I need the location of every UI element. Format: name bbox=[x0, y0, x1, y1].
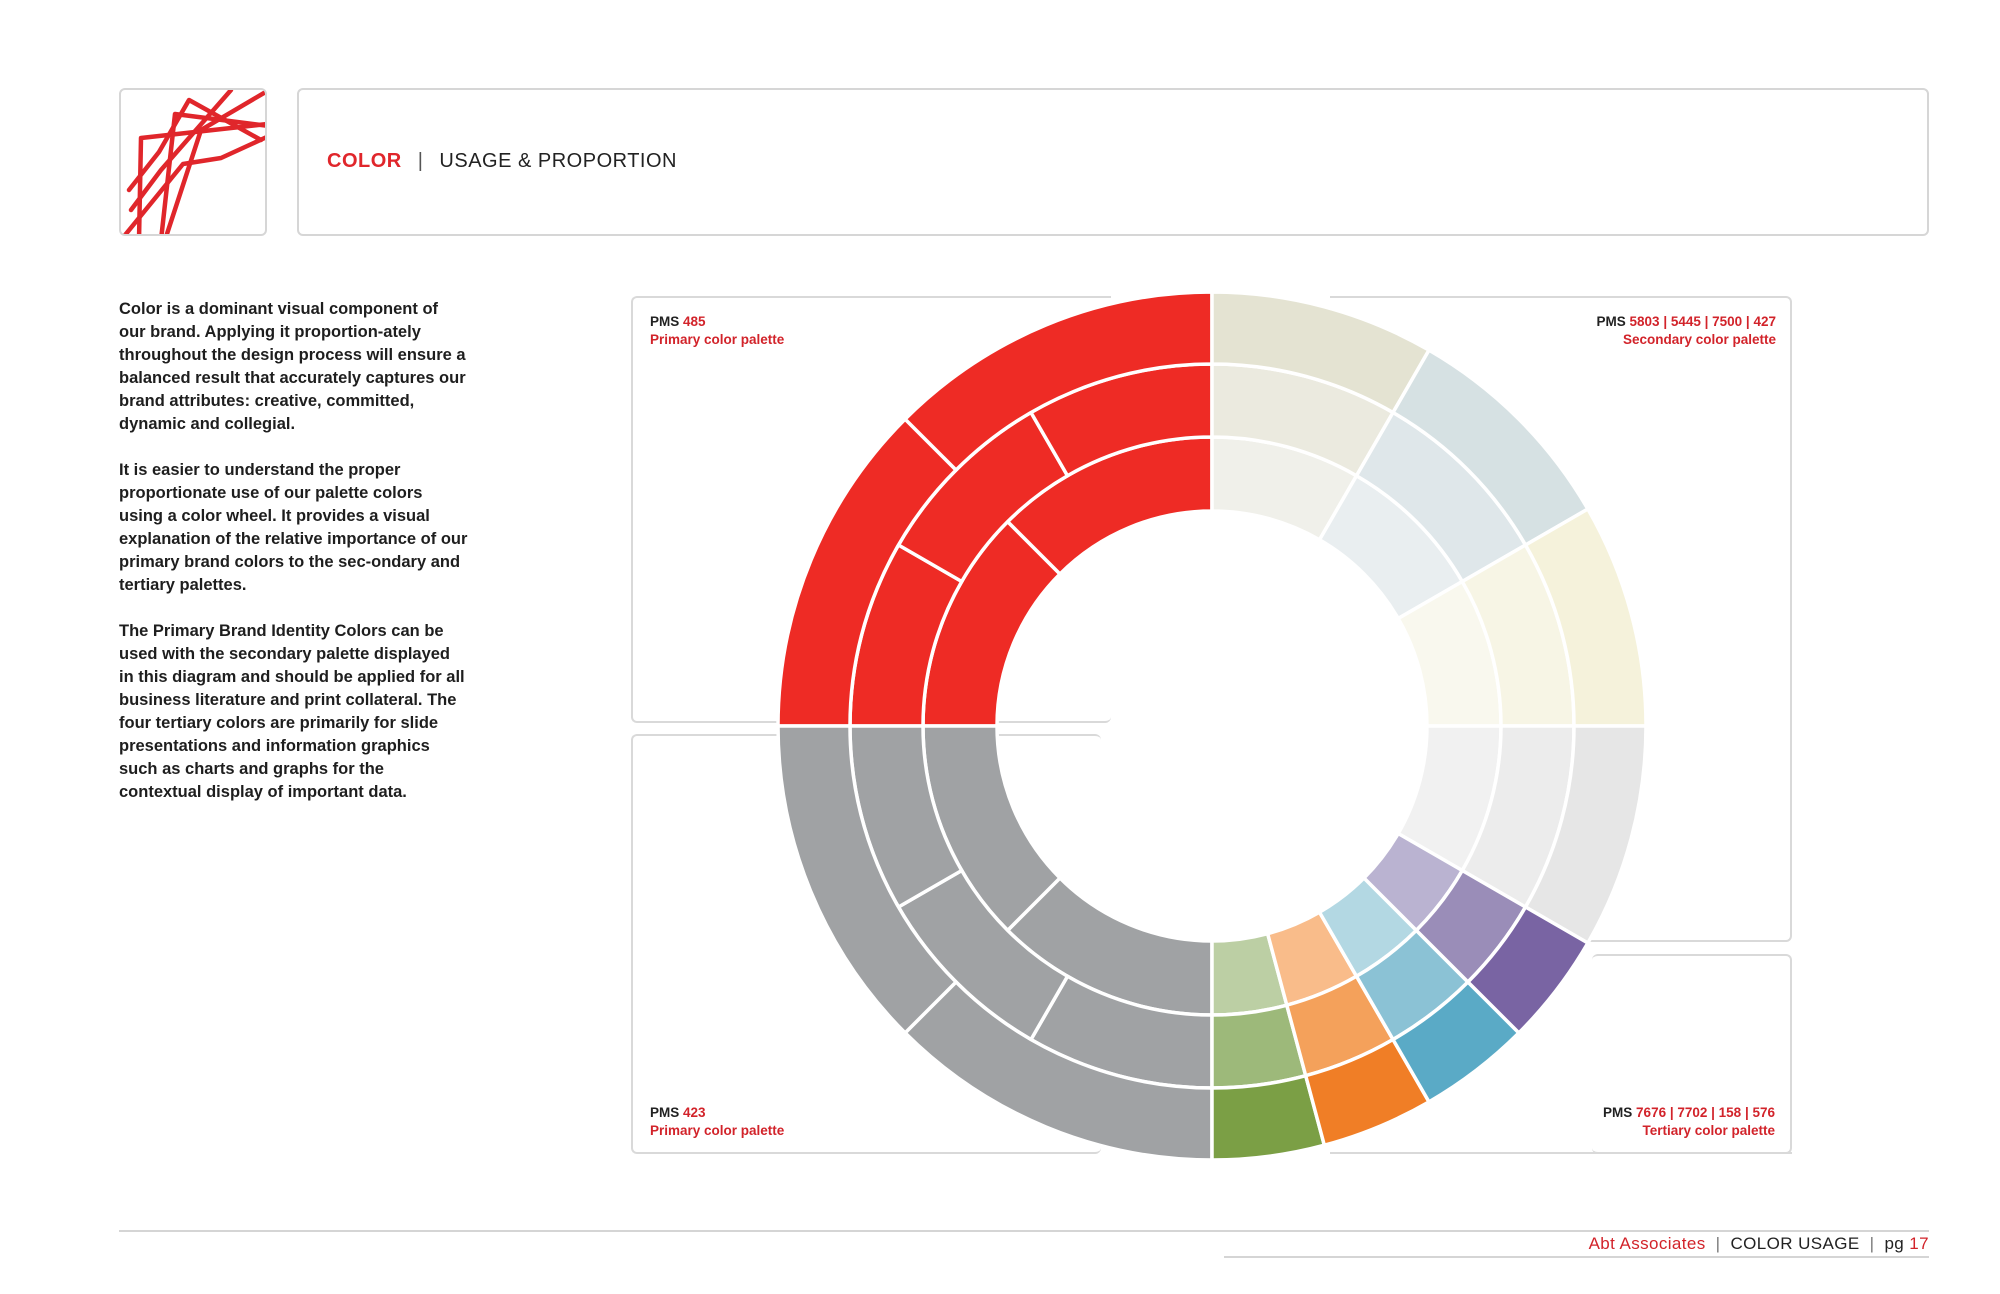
page-header: COLOR | USAGE & PROPORTION bbox=[327, 150, 677, 173]
wheel-segment-tertiary bbox=[1465, 904, 1591, 1036]
label-top-right: PMS 5803 | 5445 | 7500 | 427 Secondary c… bbox=[1597, 313, 1777, 349]
section-title: COLOR bbox=[327, 150, 402, 172]
label-pms-value: 7676 | 7702 | 158 | 576 bbox=[1636, 1105, 1775, 1120]
intro-paragraph-3: The Primary Brand Identity Colors can be… bbox=[119, 622, 465, 801]
panel-bottom-right-bottom bbox=[1330, 1152, 1792, 1154]
footer-company: Abt Associates bbox=[1588, 1234, 1706, 1253]
footer-rule-secondary bbox=[1224, 1256, 1929, 1258]
label-pms-value: 423 bbox=[683, 1105, 706, 1120]
label-prefix: PMS bbox=[1603, 1105, 1633, 1120]
header-separator: | bbox=[417, 150, 424, 172]
label-palette-name: Secondary color palette bbox=[1622, 332, 1776, 347]
label-prefix: PMS bbox=[1596, 314, 1626, 329]
label-pms-value: 5803 | 5445 | 7500 | 427 bbox=[1629, 314, 1776, 329]
footer-page-number: 17 bbox=[1909, 1234, 1929, 1253]
footer-rule bbox=[119, 1230, 1929, 1232]
wheel-segment-tertiary bbox=[1303, 1037, 1432, 1148]
label-bottom-right: PMS 7676 | 7702 | 158 | 576 Tertiary col… bbox=[1603, 1104, 1775, 1140]
intro-paragraph-1: Color is a dominant visual component of … bbox=[119, 300, 466, 433]
intro-paragraph-2: It is easier to understand the proper pr… bbox=[119, 461, 468, 594]
label-bottom-left: PMS 423 Primary color palette bbox=[650, 1104, 784, 1140]
wheel-segment-tertiary bbox=[1210, 1073, 1327, 1162]
wheel-segment-primary-gray bbox=[776, 724, 959, 1036]
logo-box bbox=[119, 88, 267, 236]
label-palette-name: Primary color palette bbox=[650, 1123, 785, 1138]
label-prefix: PMS bbox=[650, 314, 680, 329]
label-top-left: PMS 485 Primary color palette bbox=[650, 313, 784, 349]
label-palette-name: Tertiary color palette bbox=[1642, 1123, 1775, 1138]
header-box bbox=[297, 88, 1929, 236]
wheel-segment-tertiary bbox=[1390, 979, 1522, 1105]
label-pms-value: 485 bbox=[683, 314, 706, 329]
footer: Abt Associates | COLOR USAGE | pg 17 bbox=[1589, 1234, 1929, 1254]
abt-associates-logo bbox=[122, 90, 265, 234]
section-subtitle: USAGE & PROPORTION bbox=[439, 150, 677, 172]
intro-text: Color is a dominant visual component of … bbox=[119, 298, 469, 827]
footer-separator: | bbox=[1715, 1234, 1721, 1253]
footer-page-prefix: pg bbox=[1884, 1234, 1905, 1253]
label-prefix: PMS bbox=[650, 1105, 680, 1120]
footer-separator: | bbox=[1869, 1234, 1875, 1253]
footer-section: COLOR USAGE bbox=[1730, 1234, 1860, 1253]
label-palette-name: Primary color palette bbox=[650, 332, 785, 347]
